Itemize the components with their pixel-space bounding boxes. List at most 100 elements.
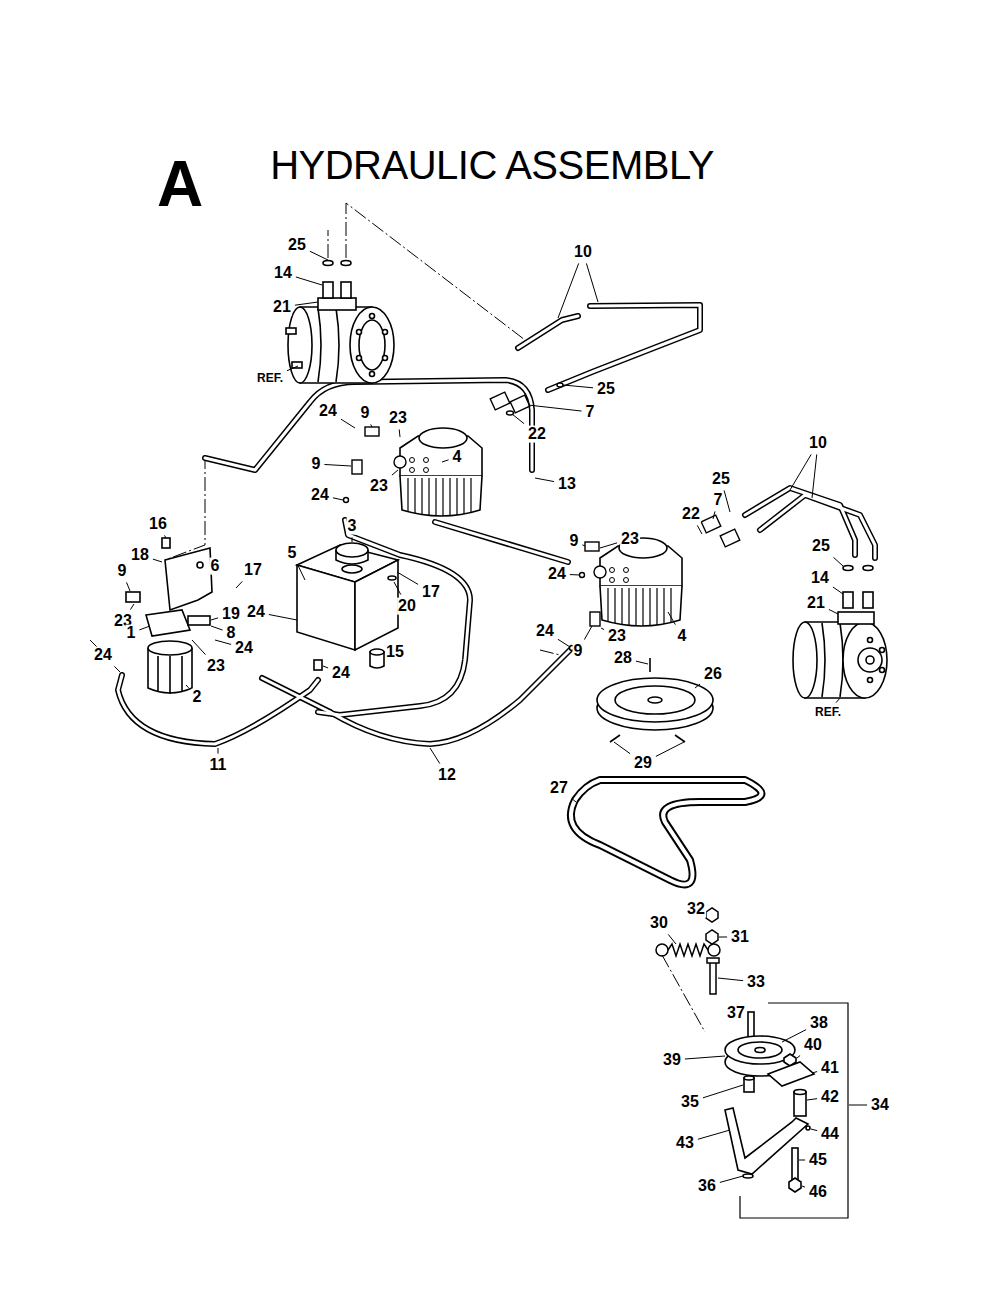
hose-lines [118,305,875,744]
leader-line [695,684,700,688]
wheel-motor [383,330,388,335]
hose-lines [435,522,568,562]
idler-spring [656,944,668,956]
wheel-motor [863,566,873,571]
leader-line [341,419,355,428]
leader-line [114,666,120,672]
leader-line [586,263,598,302]
callout-number: 1 [126,625,137,642]
callout-number: 23 [369,478,389,495]
leader-line [558,263,579,318]
pump-pulley [597,678,713,722]
wheel-motor [292,362,302,368]
ref-label: REF. [814,706,842,719]
leader-line [572,799,576,802]
callout-number: 23 [607,628,627,645]
reservoir-tank [314,660,322,670]
callout-number: 44 [820,1126,840,1143]
wheel-motor [868,678,873,683]
callout-number: 24 [310,487,330,504]
idler-assembly [794,1090,806,1095]
idler-assembly [725,1012,814,1192]
diagram-title: HYDRAULIC ASSEMBLY [270,143,714,188]
callout-number: 25 [811,538,831,555]
hose-lines [760,495,875,558]
oil-filter [162,538,170,548]
hose-lines [518,316,578,348]
leader-line [392,470,398,475]
pump-pulley [649,658,651,672]
leader-line [211,618,218,620]
wheel-motor [868,638,873,643]
leader-line [812,1072,817,1073]
idler-spring [706,930,718,944]
leader-line [394,582,401,595]
guide-lines [540,650,560,655]
callout-number: 7 [713,492,724,509]
wheel-motor [843,622,887,698]
callout-number: 38 [809,1015,829,1032]
leader-line [713,511,715,519]
callout-number: 9 [360,405,371,422]
wheel-motor [323,282,333,298]
oil-filter [188,616,210,625]
leader-line [371,424,372,427]
reservoir-tank [342,565,362,573]
leader-line [236,581,242,588]
callout-number: 24 [331,665,351,682]
callout-number: 17 [421,584,441,601]
leader-line [807,1099,817,1100]
callout-number: 24 [535,623,555,640]
callout-number: 9 [573,643,584,660]
callout-number: 10 [808,435,828,452]
wheel-motor [318,308,321,382]
callout-number: 45 [808,1152,828,1169]
idler-assembly [748,1012,754,1038]
callout-number: 16 [148,516,168,533]
fittings [590,612,600,626]
callout-number: 14 [273,265,293,282]
callout-number: 43 [675,1135,695,1152]
pump-pulley [648,697,662,703]
callout-number: 25 [711,471,731,488]
leader-line [512,414,524,424]
wheel-motor [880,668,885,673]
wheel-motor [286,328,296,334]
callout-number: 22 [681,506,701,523]
leader-line [165,535,166,538]
callout-number: 31 [730,929,750,946]
callout-number: 9 [569,533,580,550]
leader-line [218,748,219,754]
hose-lines [760,495,875,558]
wheel-motor [370,372,375,377]
wheel-motor [318,298,356,310]
wheel-motor [858,648,882,672]
hose-lines [205,380,532,470]
wheel-motor [286,261,394,384]
pump-pulley [615,686,695,714]
wheel-motor [288,307,312,383]
oil-filter [157,656,159,692]
leader-line [399,429,401,437]
callout-number: 46 [808,1184,828,1201]
leader-line [558,639,570,647]
callout-number: 26 [703,666,723,683]
callout-number: 5 [287,545,298,562]
callout-number: 23 [620,531,640,548]
leader-line [352,537,353,542]
idler-spring [668,944,708,956]
callout-number: 24 [318,403,338,420]
fittings [344,498,349,503]
callout-number: 6 [210,558,221,575]
leader-line [636,661,648,664]
callout-number: 23 [206,658,226,675]
leader-line [127,582,130,591]
oil-filter [197,562,203,568]
wheel-motor [357,356,362,361]
callout-number: 23 [388,410,408,427]
fittings [490,392,510,410]
callout-number: 30 [649,915,669,932]
callout-number: 20 [397,598,417,615]
idler-spring [708,944,720,956]
